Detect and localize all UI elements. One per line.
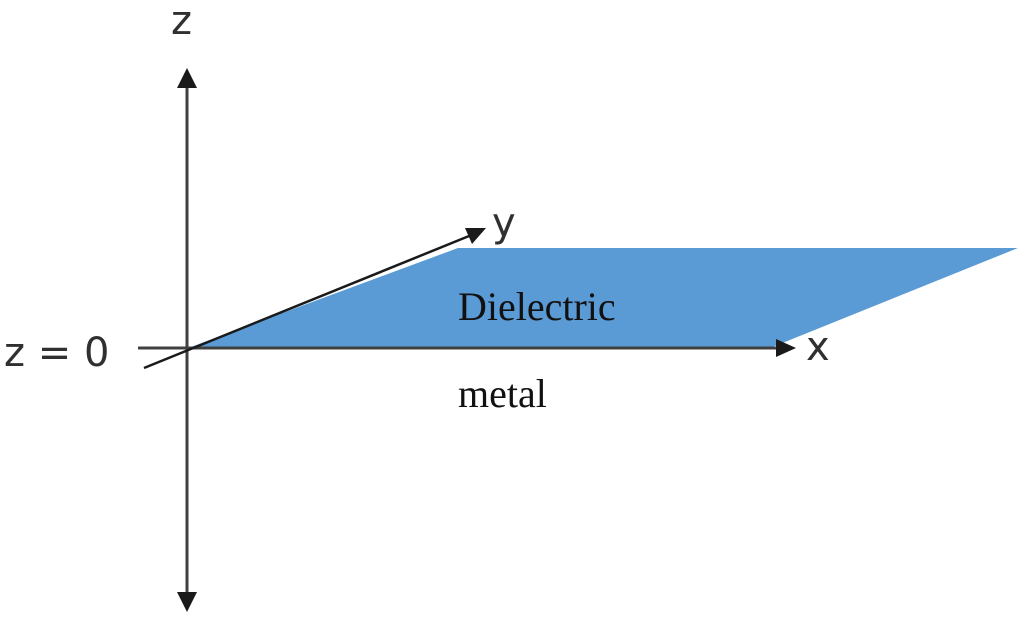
z-axis-label: z bbox=[171, 0, 192, 44]
y-axis-arrowhead-icon bbox=[465, 228, 486, 244]
metal-label: metal bbox=[458, 371, 547, 416]
z-zero-label: z = 0 bbox=[4, 330, 109, 376]
y-axis-label: y bbox=[492, 200, 516, 246]
interface-plane bbox=[188, 248, 1018, 348]
x-axis-arrowhead-icon bbox=[776, 339, 796, 357]
z-axis-arrowhead-bottom-icon bbox=[177, 592, 197, 612]
y-axis-line bbox=[143, 232, 475, 370]
x-axis-label: x bbox=[806, 324, 830, 370]
z-axis-arrowhead-top-icon bbox=[177, 68, 197, 88]
dielectric-label: Dielectric bbox=[458, 284, 616, 329]
